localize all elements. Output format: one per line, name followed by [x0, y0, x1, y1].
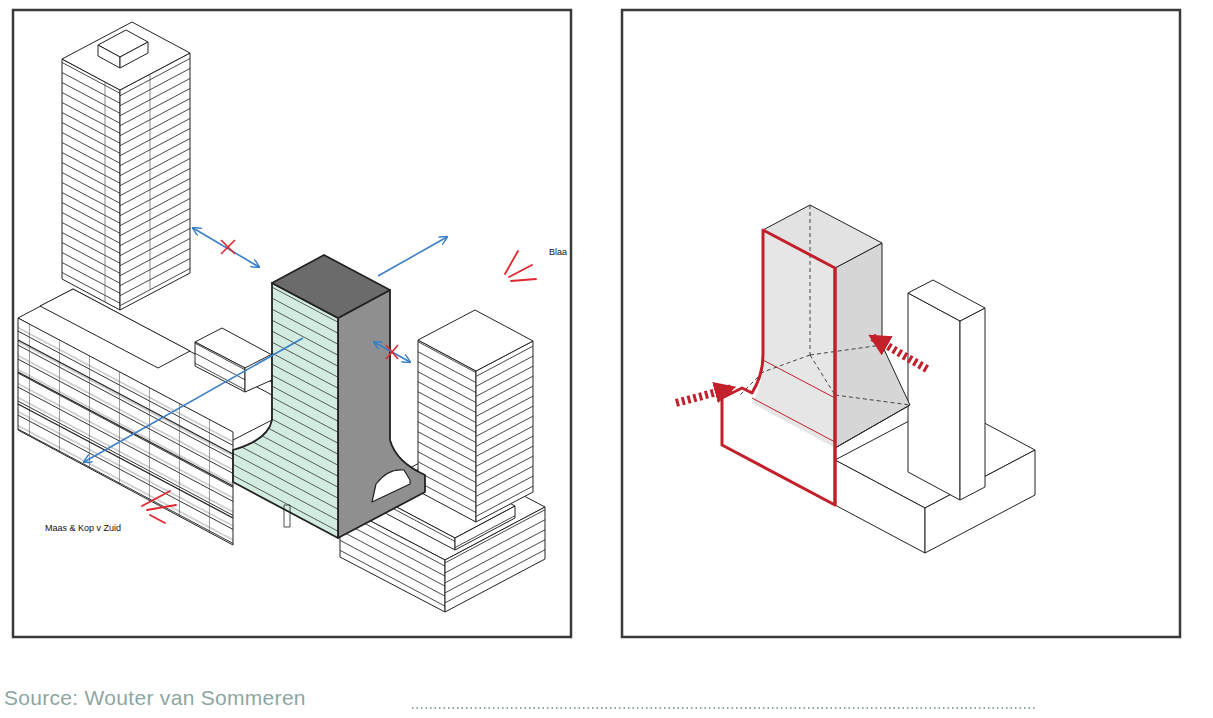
- green-tower: [233, 255, 425, 538]
- place-label-wrap: Blaa: [548, 241, 568, 259]
- massing-diagram: [722, 205, 1035, 553]
- panel-frame: [13, 10, 571, 637]
- caption-wrap: Source: Wouter van Sommeren: [4, 686, 306, 710]
- tower: [62, 22, 190, 310]
- caption-rule: [412, 707, 1035, 709]
- pressure-arrow: [676, 337, 927, 403]
- caption: Source: Wouter van Sommeren: [4, 686, 306, 710]
- blocked-mark: [221, 240, 398, 359]
- noise-mark: [142, 251, 536, 523]
- place-label-wrap: Maas & Kop v Zuid: [44, 517, 122, 535]
- panel-frame: [622, 10, 1180, 637]
- view-arrow: [84, 228, 447, 462]
- podium: [18, 289, 272, 545]
- place-label: Maas & Kop v Zuid: [44, 523, 122, 533]
- place-label: Blaa: [548, 247, 568, 257]
